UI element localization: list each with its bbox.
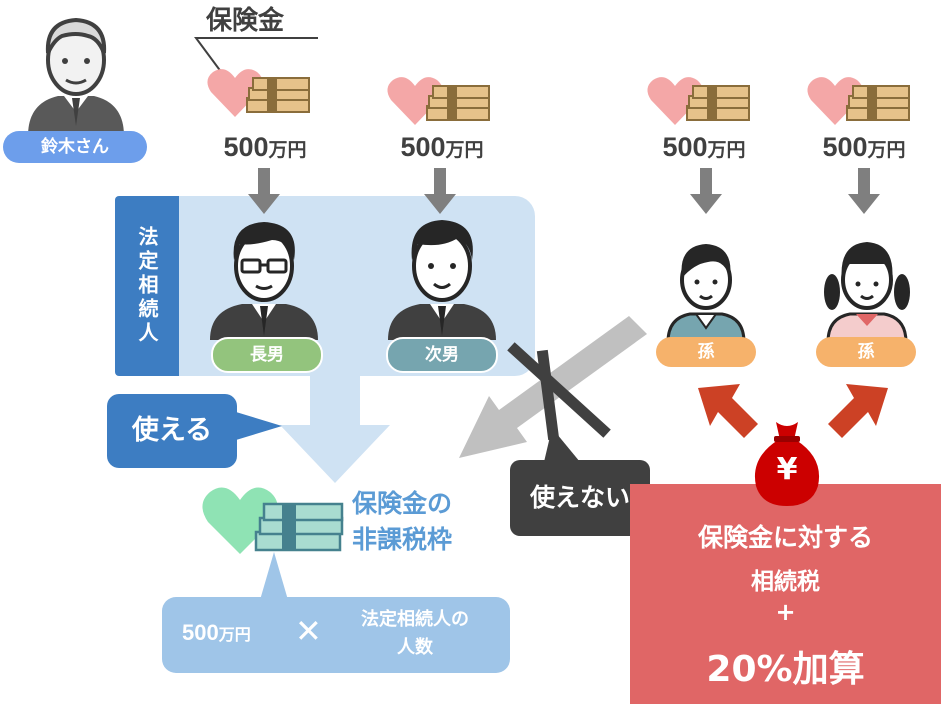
down-arrow-icon: [848, 168, 880, 214]
payout-amount: 500万円: [804, 132, 924, 163]
elderly-man-icon: [28, 17, 124, 136]
red-up-arrow-icon: [698, 384, 758, 438]
payout-amount: 500万円: [382, 132, 502, 163]
blocked-arrow-icon: [459, 316, 647, 458]
large-down-arrow: [280, 375, 390, 483]
heart-money-icon: [647, 77, 750, 125]
heart-money-icon: [807, 77, 910, 125]
payout-amount-unit: 万円: [707, 140, 746, 161]
legal-heirs-label: 法定相続人: [115, 196, 179, 376]
usable-bubble: 使える: [107, 394, 237, 468]
times-icon: ✕: [295, 612, 322, 650]
legal-heirs-label-text: 法定相続人: [135, 226, 159, 346]
money-bag-icon: [754, 422, 820, 506]
payout-amount-value: 500: [822, 132, 868, 162]
payout-amount-unit: 万円: [445, 140, 484, 161]
tax-surcharge: 20%加算: [706, 649, 865, 690]
inheritance-tax-box: [630, 484, 941, 704]
deceased-name-label: 鈴木さん: [3, 131, 147, 163]
down-arrow-icon: [424, 168, 456, 214]
payout-amount-unit: 万円: [867, 140, 906, 161]
tax-free-allowance-title-line1: 保険金の: [352, 489, 453, 518]
tax-line-2: 相続税: [751, 569, 820, 595]
formula-heir-count: 法定相続人の 人数: [335, 606, 495, 662]
unusable-bubble-tail: [544, 428, 580, 462]
unusable-bubble: 使えない: [510, 460, 650, 536]
payout-amount-value: 500: [662, 132, 708, 162]
yen-symbol: ¥: [776, 452, 798, 487]
formula-amount-value: 500: [182, 620, 219, 645]
eldest-son-label: 長男: [211, 337, 323, 373]
grandson-icon: [666, 244, 746, 344]
tax-free-allowance-title-line2: 非課税枠: [352, 525, 453, 554]
red-up-arrow-icon: [828, 384, 888, 438]
formula-amount-unit: 万円: [218, 627, 251, 644]
payout-amount: 500万円: [644, 132, 764, 163]
heart-money-green-icon: [202, 487, 344, 554]
second-son-icon: [388, 220, 496, 340]
insurance-label: 保険金: [206, 6, 285, 36]
payout-amount-unit: 万円: [268, 140, 307, 161]
down-arrow-icon: [690, 168, 722, 214]
tax-line-1: 保険金に対する: [697, 523, 873, 552]
plus-icon: +: [775, 598, 796, 626]
granddaughter-icon: [824, 242, 910, 344]
payout-amount-value: 500: [400, 132, 446, 162]
formula-amount: 500万円: [182, 620, 251, 646]
eldest-son-icon: [210, 222, 318, 340]
payout-amount: 500万円: [205, 132, 325, 163]
formula-box-tail: [260, 552, 288, 600]
formula-heir-count-line1: 法定相続人の: [361, 609, 469, 630]
grandchild-label: 孫: [816, 337, 916, 367]
heart-money-icon: [387, 77, 490, 125]
heart-money-icon: [207, 69, 310, 117]
down-arrow-icon: [248, 168, 280, 214]
second-son-label: 次男: [386, 337, 498, 373]
payout-amount-value: 500: [223, 132, 269, 162]
usable-bubble-tail: [236, 412, 282, 440]
formula-heir-count-line2: 人数: [397, 637, 433, 658]
tax-free-allowance-title: 保険金の 非課税枠: [352, 486, 502, 558]
formula-box: [162, 597, 510, 673]
grandchild-label: 孫: [656, 337, 756, 367]
